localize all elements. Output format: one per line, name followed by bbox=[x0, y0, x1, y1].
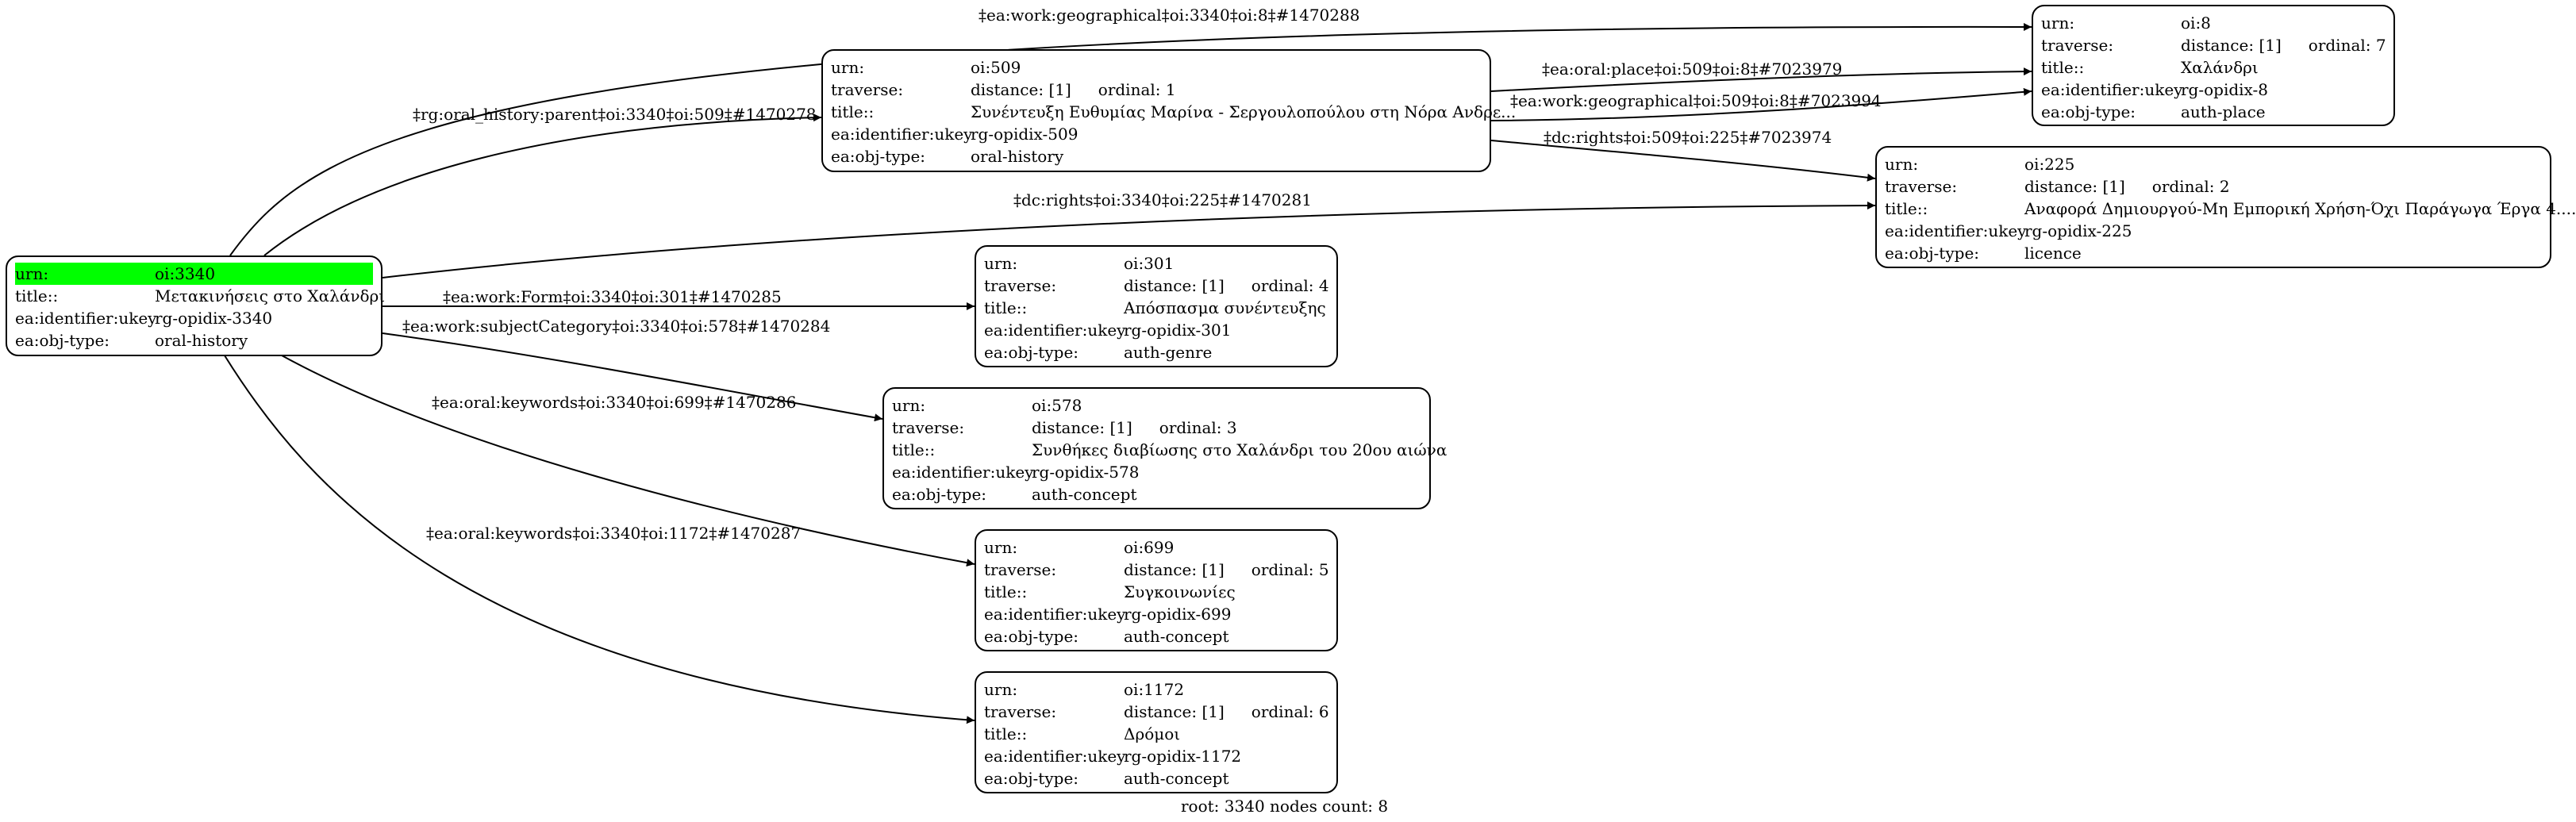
node-row-objtype: ea:obj-type:oral-history bbox=[831, 147, 1064, 166]
node-row-urn: urn:oi:301 bbox=[984, 254, 1175, 273]
edge-label: ‡ea:oral:keywords‡oi:3340‡oi:1172‡#14702… bbox=[426, 524, 801, 543]
node-oi-225[interactable]: urn:oi:225 traverse:distance: [1]ordinal… bbox=[1875, 146, 2576, 268]
node-row-traverse: traverse:distance: [1]ordinal: 3 bbox=[892, 418, 1237, 437]
node-row-traverse: traverse:distance: [1]ordinal: 1 bbox=[831, 80, 1176, 99]
node-row-objtype: ea:obj-type:oral-history bbox=[15, 331, 248, 350]
node-row-traverse: traverse:distance: [1]ordinal: 5 bbox=[984, 560, 1329, 579]
edge-label: ‡ea:work:geographical‡oi:3340‡oi:8‡#1470… bbox=[978, 6, 1359, 25]
edge-e10[interactable]: ‡ea:oral:keywords‡oi:3340‡oi:1172‡#14702… bbox=[224, 355, 975, 724]
node-oi-301[interactable]: urn:oi:301 traverse:distance: [1]ordinal… bbox=[975, 245, 1338, 367]
edge-e9[interactable]: ‡ea:oral:keywords‡oi:3340‡oi:699‡#147028… bbox=[281, 355, 975, 567]
node-row-title: title::Χαλάνδρι bbox=[2041, 58, 2259, 77]
node-row-urn: urn:oi:699 bbox=[984, 538, 1175, 557]
node-row-urn: urn:oi:8 bbox=[2041, 13, 2211, 33]
edge-label: ‡rg:oral_history:parent‡oi:3340‡oi:509‡#… bbox=[413, 105, 817, 124]
edge-e5[interactable]: ‡dc:rights‡oi:509‡oi:225‡#7023974 bbox=[1490, 128, 1876, 182]
node-row-objtype: ea:obj-type:auth-concept bbox=[984, 769, 1229, 788]
edge-label: ‡ea:oral:place‡oi:509‡oi:8‡#7023979 bbox=[1542, 60, 1842, 79]
node-row-title: title::Απόσπασμα συνέντευξης bbox=[984, 298, 1326, 317]
node-row-traverse: traverse:distance: [1]ordinal: 4 bbox=[984, 276, 1329, 295]
edge-label: ‡ea:work:subjectCategory‡oi:3340‡oi:578‡… bbox=[402, 317, 830, 336]
node-row-objtype: ea:obj-type:auth-concept bbox=[892, 485, 1137, 504]
node-row-urn: urn:oi:578 bbox=[892, 396, 1082, 415]
node-row-title: title::Δρόμοι bbox=[984, 724, 1181, 743]
node-row-urn: urn:oi:1172 bbox=[984, 680, 1185, 699]
node-row-objtype: ea:obj-type:auth-concept bbox=[984, 627, 1229, 646]
graph-footer: root: 3340 nodes count: 8 bbox=[1181, 797, 1389, 816]
node-row-traverse: traverse:distance: [1]ordinal: 7 bbox=[2041, 36, 2386, 55]
node-oi-578[interactable]: urn:oi:578 traverse:distance: [1]ordinal… bbox=[882, 387, 1448, 509]
node-oi-699[interactable]: urn:oi:699 traverse:distance: [1]ordinal… bbox=[975, 529, 1338, 651]
node-row-title: title::Συνθήκες διαβίωσης στο Χαλάνδρι τ… bbox=[892, 440, 1448, 459]
node-row-urn: urn:oi:509 bbox=[831, 58, 1021, 77]
node-row-title: title::Αναφορά Δημιουργού-Μη Εμπορική Χρ… bbox=[1885, 199, 2576, 218]
edge-e6[interactable]: ‡dc:rights‡oi:3340‡oi:225‡#1470281 bbox=[382, 190, 1876, 278]
node-row-objtype: ea:obj-type:auth-place bbox=[2041, 102, 2266, 121]
node-root[interactable]: urn:oi:3340 title::Μετακινήσεις στο Χαλά… bbox=[6, 255, 386, 356]
edge-e4[interactable]: ‡ea:work:geographical‡oi:509‡oi:8‡#70239… bbox=[1490, 87, 2032, 121]
node-row-title: title::Συγκοινωνίες bbox=[984, 582, 1236, 601]
edge-label: ‡dc:rights‡oi:3340‡oi:225‡#1470281 bbox=[1013, 190, 1312, 209]
edge-e3[interactable]: ‡ea:oral:place‡oi:509‡oi:8‡#7023979 bbox=[1490, 60, 2032, 92]
edge-label: ‡dc:rights‡oi:509‡oi:225‡#7023974 bbox=[1544, 128, 1832, 147]
edge-e7[interactable]: ‡ea:work:Form‡oi:3340‡oi:301‡#1470285 bbox=[383, 287, 975, 310]
node-row-urn: urn:oi:225 bbox=[1885, 155, 2075, 174]
node-row-urn: urn:oi:3340 bbox=[15, 263, 373, 285]
edge-label: ‡ea:work:geographical‡oi:509‡oi:8‡#70239… bbox=[1510, 91, 1882, 110]
node-row-objtype: ea:obj-type:auth-genre bbox=[984, 343, 1213, 362]
node-row-title: title::Μετακινήσεις στο Χαλάνδρι bbox=[15, 286, 386, 305]
node-row-traverse: traverse:distance: [1]ordinal: 6 bbox=[984, 702, 1329, 721]
node-oi-509[interactable]: urn:oi:509 traverse:distance: [1]ordinal… bbox=[821, 49, 1517, 172]
node-row-title: title::Συνέντευξη Ευθυμίας Μαρίνα - Σεργ… bbox=[831, 102, 1517, 121]
edge-label: ‡ea:work:Form‡oi:3340‡oi:301‡#1470285 bbox=[443, 287, 782, 306]
edge-e2[interactable]: ‡rg:oral_history:parent‡oi:3340‡oi:509‡#… bbox=[263, 105, 822, 256]
node-row-objtype: ea:obj-type:licence bbox=[1885, 244, 2082, 263]
node-oi-1172[interactable]: urn:oi:1172 traverse:distance: [1]ordina… bbox=[975, 671, 1338, 793]
edge-e8[interactable]: ‡ea:work:subjectCategory‡oi:3340‡oi:578‡… bbox=[382, 317, 883, 422]
node-row-traverse: traverse:distance: [1]ordinal: 2 bbox=[1885, 177, 2230, 196]
edge-label: ‡ea:oral:keywords‡oi:3340‡oi:699‡#147028… bbox=[432, 393, 796, 412]
node-oi-8[interactable]: urn:oi:8 traverse:distance: [1]ordinal: … bbox=[2032, 5, 2395, 126]
edge-e1[interactable]: ‡ea:work:geographical‡oi:3340‡oi:8‡#1470… bbox=[229, 6, 2032, 256]
